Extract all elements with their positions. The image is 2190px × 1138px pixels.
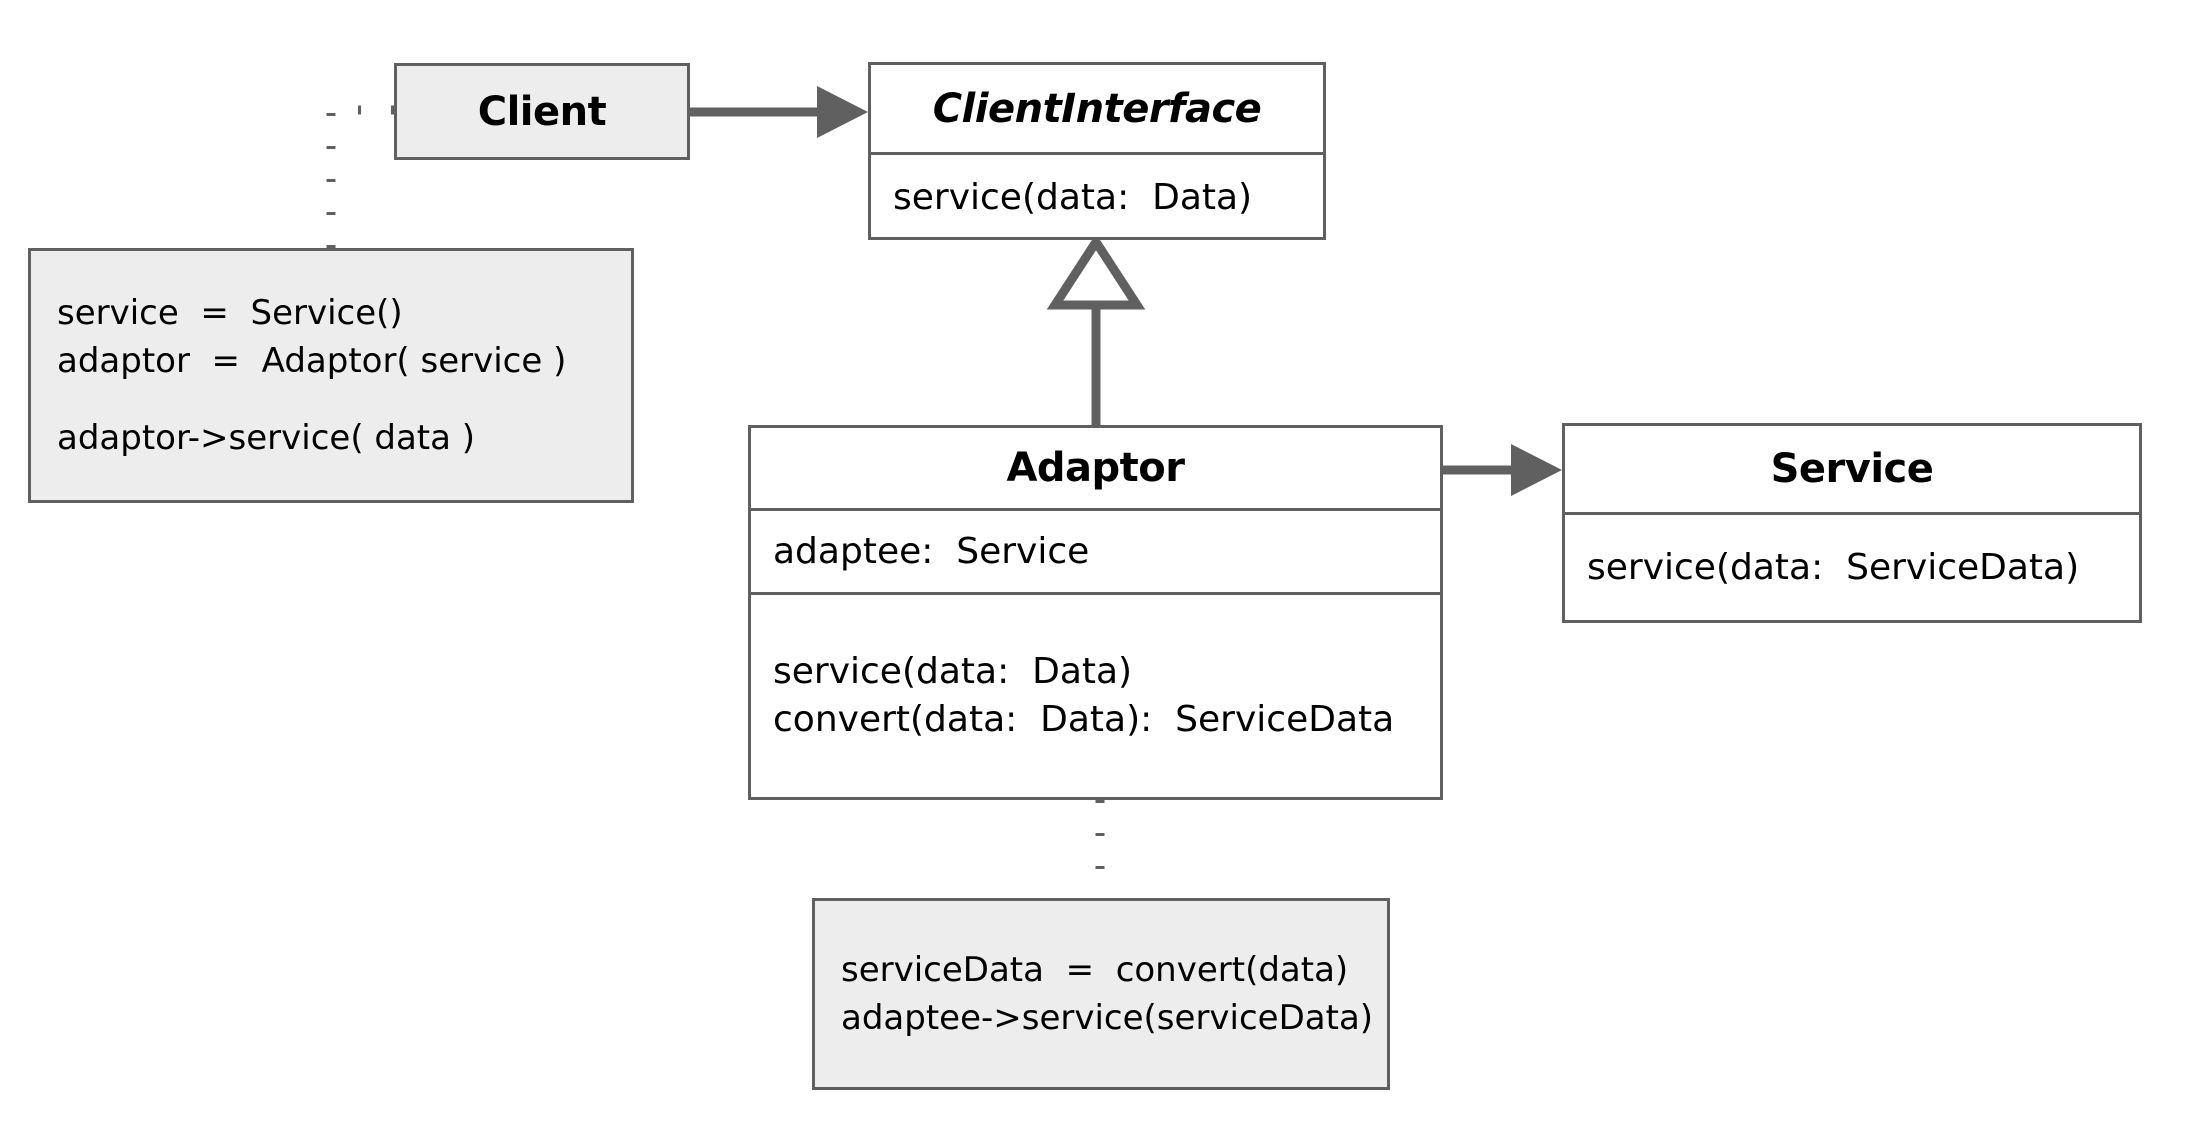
edge-client-to-clientinterface [690, 86, 868, 138]
note-line-blank [57, 385, 631, 414]
operations-compartment-adaptor: service(data: Data) convert(data: Data):… [751, 592, 1440, 797]
note-client[interactable]: service = Service() adaptor = Adaptor( s… [28, 248, 634, 503]
class-name-client: Client [477, 88, 607, 135]
dotted-anchor-line [326, 105, 394, 248]
class-box-service[interactable]: Service service(data: ServiceData) [1562, 423, 2142, 623]
note-client-body: service = Service() adaptor = Adaptor( s… [31, 251, 631, 500]
attributes-compartment-adaptor: adaptee: Service [751, 508, 1440, 592]
operation-item: service(data: ServiceData) [1587, 546, 2080, 588]
note-line: adaptor = Adaptor( service ) [57, 340, 567, 381]
solid-arrowhead-icon [817, 86, 868, 138]
note-adaptor[interactable]: serviceData = convert(data) adaptee->ser… [812, 898, 1390, 1090]
operations-compartment-service: service(data: ServiceData) [1565, 512, 2139, 620]
operations-compartment-clientinterface: service(data: Data) [871, 152, 1323, 240]
note-line: adaptee->service(serviceData) [841, 998, 1374, 1038]
class-name-service: Service [1770, 446, 1934, 492]
edge-adaptor-to-service [1443, 444, 1562, 496]
edge-client-to-client-note [326, 105, 394, 248]
operation-item: service(data: Data) [773, 651, 1133, 693]
note-adaptor-body: serviceData = convert(data) adaptee->ser… [815, 901, 1387, 1087]
solid-arrowhead-icon [1511, 444, 1562, 496]
note-line: service = Service() [57, 292, 403, 333]
operation-item: service(data: Data) [893, 176, 1253, 218]
note-line: serviceData = convert(data) [841, 949, 1349, 990]
hollow-triangle-arrowhead-icon [1046, 233, 1146, 310]
edge-adaptor-to-clientinterface [1046, 233, 1146, 425]
class-box-adaptor[interactable]: Adaptor adaptee: Service service(data: D… [748, 425, 1443, 800]
class-box-clientinterface[interactable]: ClientInterface service(data: Data) [868, 62, 1326, 240]
class-name-adaptor: Adaptor [1006, 445, 1185, 491]
note-line: adaptor->service( data ) [57, 418, 476, 459]
class-box-client[interactable]: Client [394, 63, 690, 160]
attribute-item: adaptee: Service [773, 530, 1090, 572]
class-name-clientinterface: ClientInterface [932, 85, 1262, 132]
operation-item: convert(data: Data): ServiceData [773, 699, 1395, 740]
